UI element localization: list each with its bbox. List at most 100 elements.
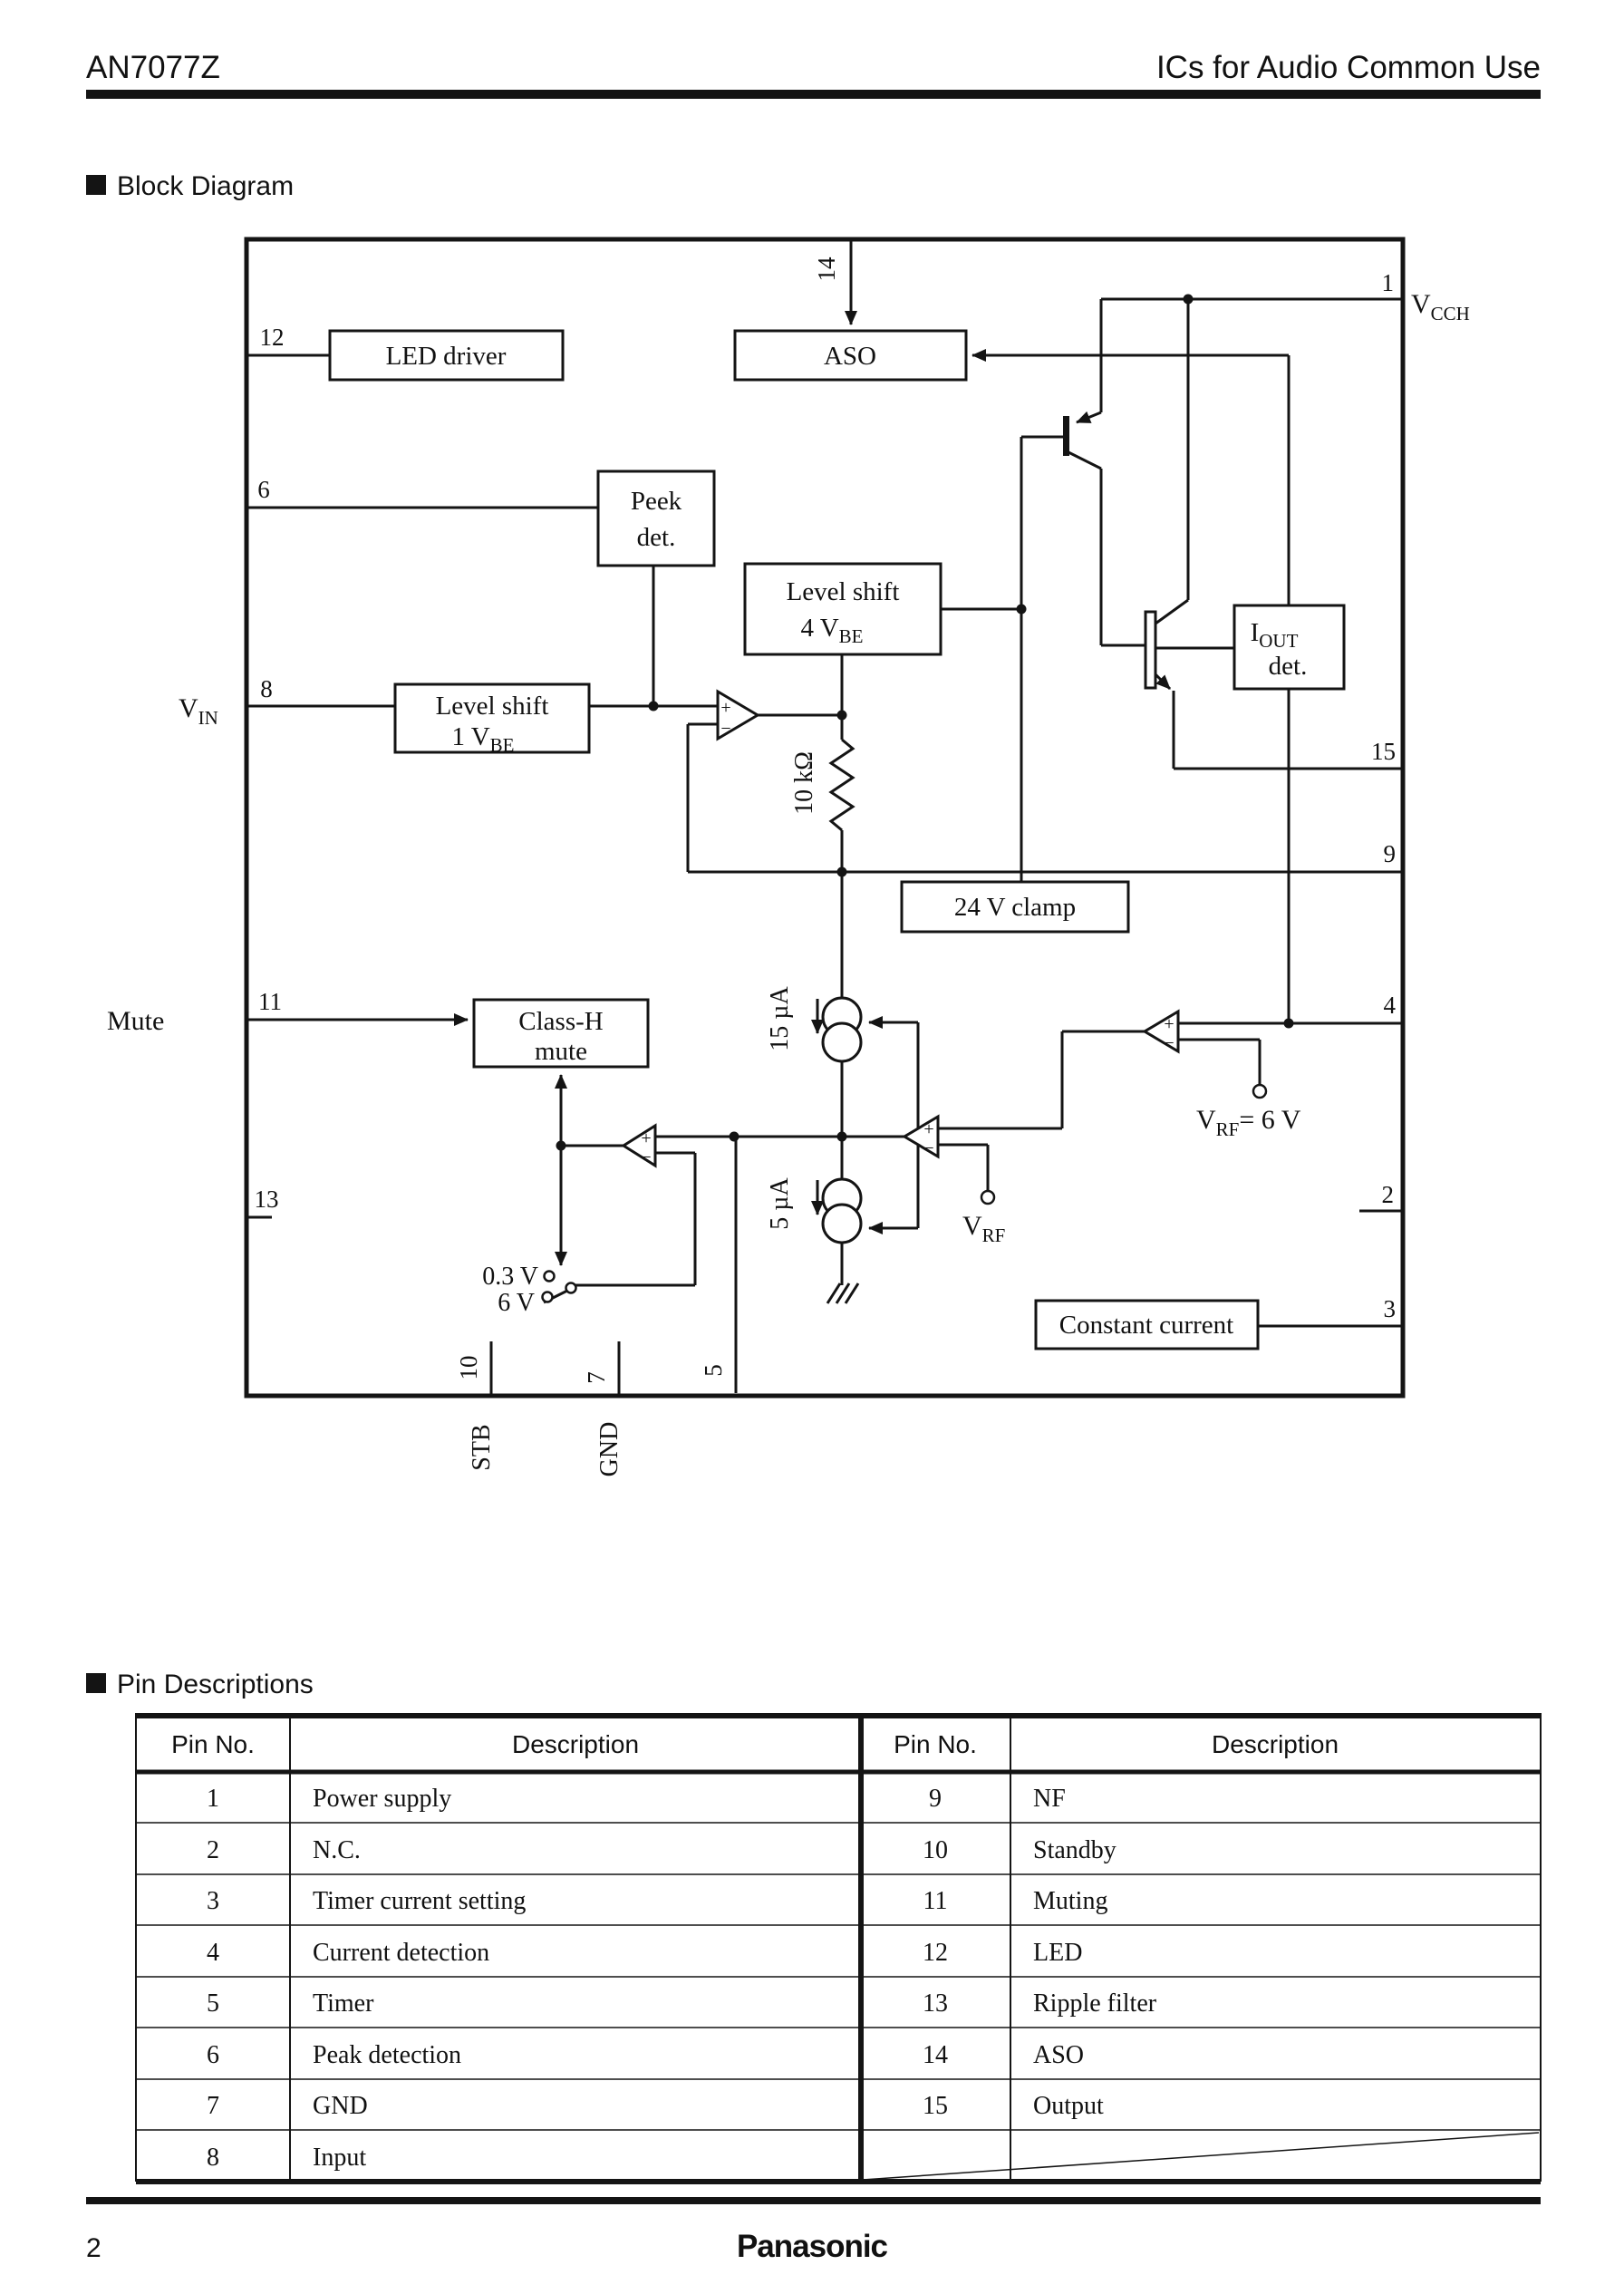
- timer-comp-minus: −: [923, 1138, 933, 1158]
- pin-table-text: Pin No. Description Pin No. Description …: [171, 1730, 1339, 2172]
- resistor-10k-label: 10 kΩ: [790, 751, 818, 815]
- vrf6-label: VRF= 6 V: [1196, 1105, 1301, 1140]
- desc-cell: Input: [313, 2144, 366, 2172]
- col-header: Pin No.: [894, 1730, 977, 1758]
- pin-no-cell: 8: [207, 2144, 219, 2172]
- opamp-minus: −: [720, 719, 730, 739]
- pin-6: 6: [257, 476, 270, 503]
- aso-block: [733, 329, 968, 382]
- vrf6-terminal: [1252, 1083, 1268, 1099]
- section-bullet-square: [86, 1673, 106, 1693]
- pin-no-cell: 11: [923, 1887, 948, 1915]
- 24v-clamp-block: [900, 880, 1130, 934]
- led-driver-block: [328, 329, 565, 382]
- desc-cell: Output: [1033, 2092, 1104, 2120]
- pin-11: 11: [258, 988, 282, 1015]
- empty-cell-diagonal: [862, 2132, 1540, 2181]
- curr-comp-minus: −: [1164, 1033, 1174, 1053]
- class-h-mute-block: [472, 998, 650, 1069]
- footer-rule: [86, 2197, 1541, 2204]
- peak-det-label-2: det.: [637, 523, 676, 552]
- page-number: 2: [86, 2233, 102, 2263]
- desc-cell: Ripple filter: [1033, 1989, 1157, 2018]
- pin-no-cell: 5: [207, 1989, 219, 2018]
- desc-cell: GND: [313, 2092, 368, 2120]
- switch-03v-label: 0.3 V: [482, 1263, 538, 1291]
- pnp-transistor-base-bar: [1063, 416, 1069, 456]
- current-det-comparator: [1142, 1009, 1180, 1054]
- pin-9: 9: [1384, 840, 1397, 867]
- peak-det-block: [596, 469, 716, 567]
- pin-no-cell: 14: [923, 2041, 948, 2069]
- desc-cell: Muting: [1033, 1887, 1107, 1915]
- ic-outline: [244, 237, 1406, 1399]
- mute-comp-minus: −: [641, 1147, 651, 1167]
- mute-comp-plus: +: [641, 1128, 651, 1148]
- peak-det-label-1: Peek: [631, 487, 682, 516]
- constant-current-label: Constant current: [1059, 1311, 1233, 1340]
- comparators: + − + − + − + −: [621, 689, 1180, 1168]
- pin-10: 10: [455, 1356, 482, 1380]
- opamp-plus: +: [720, 698, 730, 718]
- pin-no-cell: 1: [207, 1785, 219, 1813]
- pin-4: 4: [1384, 992, 1397, 1019]
- desc-cell: Standby: [1033, 1836, 1116, 1864]
- brand-logo: Panasonic: [737, 2229, 888, 2264]
- current-sources: [811, 996, 863, 1244]
- desc-cell: Current detection: [313, 1939, 489, 1967]
- pin-numbers: 12 6 8 11 13 14 10 7 5 1 15 9 4 2 3: [255, 257, 1397, 1384]
- pin-no-cell: 6: [207, 2041, 219, 2069]
- desc-cell: Peak detection: [313, 2041, 461, 2069]
- vrf-label: VRF: [962, 1211, 1005, 1246]
- pin-table-grid: [135, 1713, 1542, 2184]
- pin-15: 15: [1371, 738, 1396, 765]
- pin-7: 7: [583, 1371, 610, 1384]
- vrf-terminal: [980, 1189, 996, 1205]
- iout-det-block: [1232, 604, 1346, 691]
- iout-det-label-1: IOUT: [1251, 618, 1299, 652]
- pin-no-cell: 4: [207, 1939, 219, 1967]
- timer-comp-plus: +: [923, 1119, 933, 1139]
- doc-category: ICs for Audio Common Use: [1156, 50, 1541, 85]
- pin-no-cell: 2: [207, 1836, 219, 1864]
- pin-no-cell: 3: [207, 1887, 219, 1915]
- pin-no-cell: 10: [923, 1836, 948, 1864]
- pin-8: 8: [260, 675, 273, 702]
- desc-cell: NF: [1033, 1785, 1066, 1813]
- block-labels: LED driver ASO Peek det. Level shift 4 V…: [386, 342, 1308, 1340]
- 24v-clamp-label: 24 V clamp: [954, 893, 1076, 922]
- pin-5: 5: [700, 1364, 727, 1377]
- section-title-block-diagram: Block Diagram: [117, 171, 294, 201]
- header-rule: [86, 90, 1541, 99]
- current-source-15ua-circle: [821, 1021, 863, 1063]
- mute-comparator: [621, 1123, 657, 1168]
- vcch-label: VCCH: [1411, 289, 1470, 324]
- curr-comp-plus: +: [1164, 1014, 1174, 1034]
- aso-label: ASO: [824, 342, 876, 371]
- desc-cell: Power supply: [313, 1785, 451, 1813]
- pin-1: 1: [1382, 269, 1395, 296]
- section-title-pin-descriptions: Pin Descriptions: [117, 1670, 314, 1699]
- led-driver-label: LED driver: [386, 342, 507, 371]
- input-buffer-opamp: [716, 689, 760, 741]
- power-transistor-bar: [1144, 610, 1157, 690]
- function-blocks: [328, 329, 1346, 1350]
- constant-current-block: [1034, 1299, 1260, 1350]
- pin-3: 3: [1384, 1295, 1397, 1322]
- level-shift-1vbe-block: [393, 682, 591, 754]
- desc-cell: Timer current setting: [313, 1887, 526, 1915]
- mute-label: Mute: [107, 1006, 164, 1036]
- pin-no-cell: 15: [923, 2092, 948, 2120]
- desc-cell: Timer: [313, 1989, 374, 2018]
- gnd-label: GND: [595, 1422, 624, 1477]
- current-5ua-label: 5 µA: [766, 1177, 794, 1230]
- iout-det-label-2: det.: [1269, 652, 1308, 681]
- desc-cell: ASO: [1033, 2041, 1084, 2069]
- level-shift-4vbe-label-2: 4 VBE: [800, 614, 863, 647]
- signal-labels: VCCH VIN Mute STB GND 10 kΩ 15 µA 5 µA 0…: [107, 289, 1470, 1476]
- section-bullet-square: [86, 175, 106, 195]
- level-shift-1vbe-label-1: Level shift: [436, 692, 549, 721]
- junction-dots: [556, 294, 1294, 1151]
